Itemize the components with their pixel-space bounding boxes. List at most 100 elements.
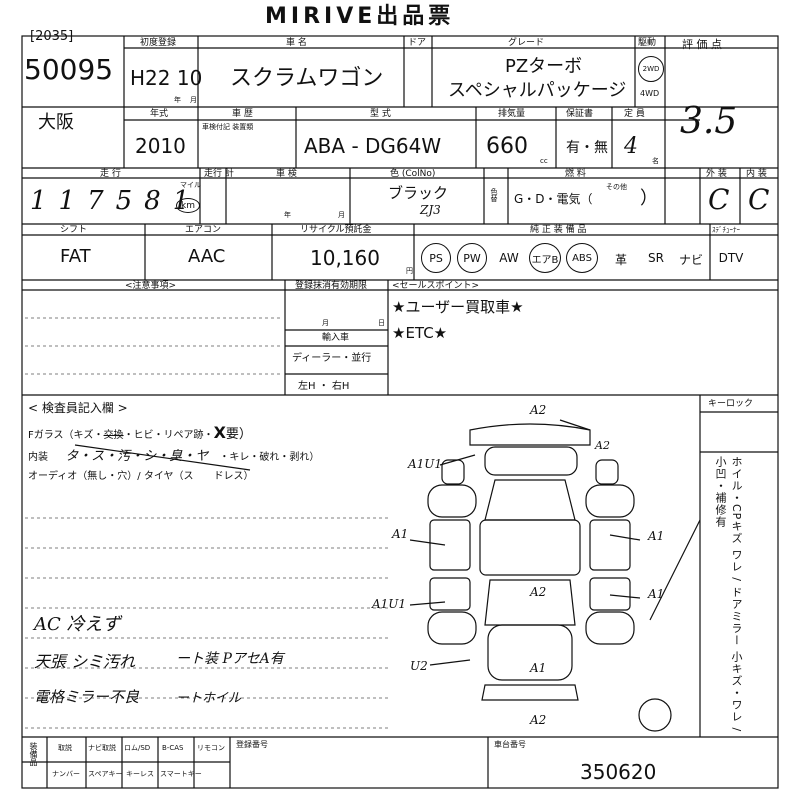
label-sales-point: <セールスポイント>: [392, 281, 480, 291]
audio-tail: ドレス）: [213, 471, 254, 482]
label-warranty: 保証書: [566, 109, 594, 119]
fuel-close: ）: [640, 188, 658, 209]
label-recycle: リサイクル預託金: [300, 225, 372, 235]
label-displacement: 排気量: [498, 109, 526, 119]
interior-value: C: [748, 183, 770, 216]
bottom-item-1: 取説: [58, 744, 72, 752]
interior-codes: タ・ス・汚・シ・臭・ヤ: [65, 449, 209, 464]
fuel-other: その他: [606, 183, 627, 191]
f-glass-struck: 交換: [103, 430, 124, 441]
mark-10: A2: [530, 713, 547, 727]
label-fuel: 燃 料: [565, 169, 586, 179]
right-vertical-legend: ホイル・CPキズ ワレ / ドアミラー 小キズ・ワレ / 小凹・補修有: [714, 456, 743, 733]
label-color-change: 色替: [490, 188, 498, 202]
mileage-unit: km: [176, 198, 200, 213]
label-extra: 走行 計: [204, 169, 234, 179]
steering-option: 左H ・ 右H: [298, 381, 350, 392]
equip-aw: AW: [499, 251, 519, 265]
bottom-item-3: ロム/SD: [124, 744, 151, 752]
mark-11: A2: [595, 439, 610, 452]
equip-airbag: エアB: [529, 243, 561, 273]
fuel-value: G・D・電気（: [514, 192, 593, 206]
label-car-name: 車 名: [286, 38, 307, 48]
f-glass-label-2: ・ヒビ・リペア跡・: [123, 430, 214, 441]
equip-dtv: DTV: [718, 251, 744, 265]
displacement-value: 660: [486, 134, 528, 159]
shift-value: FAT: [60, 246, 91, 267]
grade-value-1: PZターボ: [505, 56, 583, 77]
f-glass-req: 要）: [225, 427, 252, 442]
mileage-unit-small: マイル: [180, 181, 201, 189]
label-interior: 内 装: [746, 169, 767, 179]
cc-unit: cc: [540, 157, 548, 165]
f-glass-line: Fガラス（キズ・交換・ヒビ・リペア跡・X要）: [28, 423, 252, 442]
exterior-value: C: [708, 183, 730, 216]
chassis-number: 350620: [580, 760, 657, 784]
inspector-heading: < 検査員記入欄 >: [28, 401, 128, 415]
reg-month-unit: 月: [322, 319, 329, 327]
score-value: 3.5: [680, 101, 738, 142]
mark-3: A1: [392, 527, 409, 541]
insp-month-unit: 月: [338, 211, 345, 219]
label-chassis: 車台番号: [494, 740, 526, 749]
bottom-item-2: ナビ取説: [88, 744, 116, 752]
label-grade: グレード: [508, 38, 545, 48]
bottom-item-7: スペアキー: [88, 770, 123, 778]
month-unit: 月: [190, 96, 197, 104]
equip-navi: ナビ: [678, 253, 703, 267]
label-shift: シフト: [60, 225, 88, 235]
label-model-year: 年式: [150, 109, 169, 119]
label-mileage: 走 行: [100, 169, 121, 179]
interior-check-label: 内装: [28, 452, 48, 463]
car-name-value: スクラムワゴン: [230, 66, 384, 91]
mark-2: A1U1: [408, 457, 443, 471]
mark-1: A2: [530, 403, 547, 417]
bottom-item-8: キーレス: [126, 770, 154, 778]
label-notes: <注意事項>: [125, 281, 177, 291]
grade-value-2: スペシャルパッケージ: [448, 80, 627, 101]
first-reg-value: H22 10: [130, 66, 203, 90]
audio-line: オーディオ（無し・穴）/ タイヤ（ス ドレス）: [28, 472, 254, 482]
bottom-item-9: スマートキー: [160, 770, 202, 778]
model-year-value: 2010: [135, 134, 186, 158]
label-body-note: 車検付記 装置類: [202, 123, 254, 131]
interior-check-tail: ・キレ・破れ・剥れ）: [219, 452, 320, 463]
model-type-value: ABA - DG64W: [304, 134, 442, 158]
f-glass-mark: X: [213, 423, 226, 442]
mark-7: A1: [648, 587, 665, 601]
label-reg-expiry: 登録抹消有効期限: [295, 281, 368, 291]
interior-check-line: 内装 タ・ス・汚・シ・臭・ヤ ・キレ・破れ・剥れ）: [28, 450, 319, 463]
label-body-code: 車 歴: [232, 109, 253, 119]
label-equipment: 純 正 装 備 品: [530, 225, 587, 235]
yen-unit: 円: [406, 267, 413, 275]
aircon-value: AAC: [188, 246, 226, 267]
sheet-title: MIRIVE出品票: [265, 4, 455, 29]
equip-leather: 革: [614, 253, 627, 267]
equip-sr: SR: [648, 251, 664, 265]
label-door: ドア: [408, 38, 427, 48]
label-keylock: キーロック: [708, 399, 754, 409]
equip-abs: ABS: [566, 243, 598, 273]
label-reg-number: 登録番号: [236, 740, 268, 749]
region: 大阪: [38, 112, 74, 133]
label-exterior: 外 装: [706, 169, 727, 179]
year-unit: 年: [174, 96, 181, 104]
label-first-reg: 初度登録: [140, 38, 177, 48]
color-value: ブラック: [388, 184, 449, 202]
seat-unit: 名: [652, 157, 659, 165]
drive-2wd: 2WD: [638, 56, 664, 82]
label-import: 輸入車: [322, 333, 350, 343]
label-color: 色 (ColNo): [390, 169, 436, 179]
reg-day-unit: 日: [378, 319, 385, 327]
label-inspection: 車 検: [276, 169, 297, 179]
label-score: 評 価 点: [682, 38, 722, 51]
label-tuner: ｽﾃﾞﾁｭｰﾅｰ: [712, 226, 740, 234]
equip-pw: PW: [457, 243, 487, 273]
audio-label: オーディオ（無し・穴）/ タイヤ（ス: [28, 471, 194, 482]
label-drive: 駆動: [638, 38, 657, 48]
label-chassis-side: 装備品: [29, 742, 38, 766]
insp-year-unit: 年: [284, 211, 291, 219]
label-aircon: エアコン: [185, 225, 222, 235]
bottom-item-5: リモコン: [197, 744, 225, 752]
